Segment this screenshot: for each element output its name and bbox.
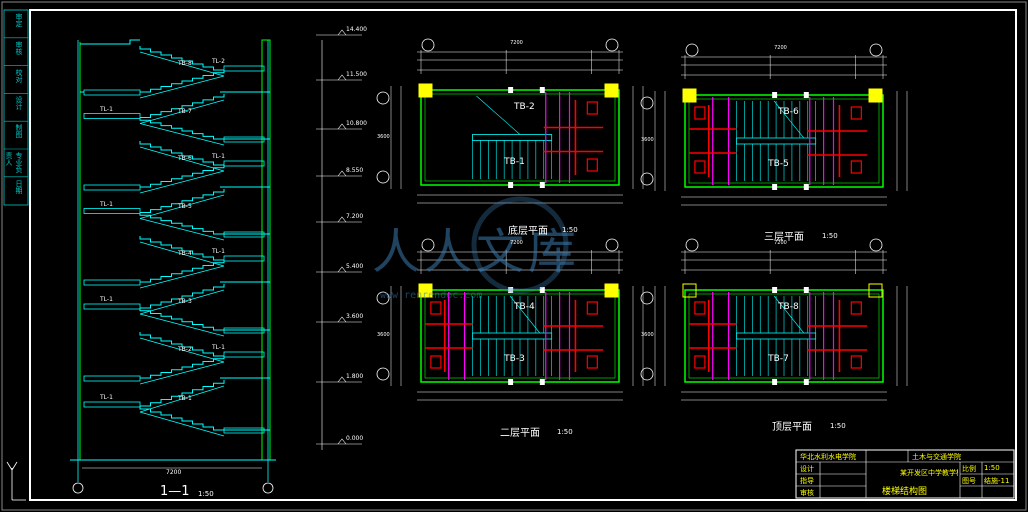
section-beam-label: TL-1 (212, 153, 225, 160)
section-beam-label: TL-1 (100, 200, 113, 208)
plan-ground-scale: 1:50 (562, 226, 578, 234)
section-flight-label: TB-1 (178, 395, 192, 402)
side-block-cell: 审定 (15, 13, 23, 27)
section-flight-label: TB-6 (178, 155, 192, 162)
section-beam-label: TL-1 (212, 248, 225, 255)
plan-third-title: 三层平面 (764, 232, 804, 243)
elevation-value: 7.200 (346, 213, 364, 220)
section-flight-label: TB-8 (178, 60, 192, 67)
title-scale-value: 1:50 (984, 464, 1000, 472)
plan-second-scale: 1:50 (557, 428, 573, 436)
watermark-text: 人人文库 (372, 224, 581, 280)
watermark-url: www.renrendoc.com (380, 290, 483, 301)
side-block-cell: 校对 (15, 68, 23, 83)
elevation-column (316, 29, 362, 450)
title-block (795, 449, 1015, 499)
plan-flight-label: TB-2 (514, 102, 535, 112)
plan-width-dim: 7200 (774, 240, 787, 246)
section-width-dim: 7200 (166, 469, 182, 476)
plan-top-scale: 1:50 (830, 422, 846, 430)
section-beam-label: TL-1 (212, 344, 225, 351)
elevation-value: 5.400 (346, 263, 364, 270)
section-flight-label: TB-4 (178, 250, 192, 257)
plan-depth-dim: 3600 (377, 332, 390, 338)
plan-flight-label: TB-5 (768, 159, 789, 169)
side-block-lines (4, 9, 28, 178)
title-row1: 设计 (800, 465, 814, 473)
plan-flight-label: TB-8 (778, 302, 799, 312)
section-flight-label: TB-7 (178, 107, 192, 115)
elevation-value: 1.800 (346, 373, 364, 380)
plan-third-scale: 1:50 (822, 232, 838, 240)
elevation-value: 8.550 (346, 167, 364, 174)
side-block-cell: 日期 (15, 179, 23, 194)
section-flight-label: TB-5 (178, 202, 192, 210)
elevation-value: 10.800 (346, 120, 367, 127)
title-school: 华北水利水电学院 (800, 453, 856, 461)
side-block-cell: 制图 (15, 124, 23, 139)
plan-ground-title: 底层平面 (508, 226, 548, 237)
plan-depth-dim: 3600 (641, 332, 654, 338)
elevation-value: 11.500 (346, 71, 367, 78)
plan-flight-label: TB-3 (504, 354, 525, 364)
title-project: 某开发区中学教学楼 (900, 469, 958, 477)
section-beam-label: TL-1 (100, 394, 113, 401)
drawing-frame (29, 9, 1017, 501)
section-beam-label: TL-1 (100, 105, 113, 113)
elevation-value: 0.000 (346, 435, 364, 442)
section-scale: 1:50 (198, 490, 214, 498)
plan-width-dim: 7200 (510, 240, 523, 246)
plan-depth-dim: 3600 (641, 137, 654, 143)
section-flight-label: TB-3 (178, 298, 192, 305)
side-block-cell: 专业负责人 (5, 152, 23, 173)
plan-depth-dim: 3600 (377, 133, 390, 140)
title-row3: 审核 (800, 489, 814, 497)
plan-flight-label: TB-7 (768, 354, 789, 364)
title-sheet-label: 图号 (962, 477, 976, 485)
side-block-cell: 设计 (15, 96, 23, 111)
plan-top-title: 顶层平面 (772, 422, 812, 433)
elevation-value: 14.400 (346, 26, 367, 33)
ucs-icon (6, 461, 26, 501)
plan-flight-label: TB-6 (778, 107, 799, 117)
section-1-1 (70, 39, 276, 494)
plan-flight-label: TB-4 (514, 302, 535, 312)
plan-top (640, 238, 908, 401)
plan-width-dim: 7200 (774, 45, 787, 51)
title-scale-label: 比例 (962, 465, 976, 473)
plan-second-title: 二层平面 (500, 428, 540, 439)
plan-flight-label: TB-1 (504, 157, 525, 167)
plan-width-dim: 7200 (510, 40, 523, 46)
plan-ground (376, 38, 644, 204)
section-beam-label: TL-1 (100, 296, 113, 303)
title-dept: 土木与交通学院 (912, 453, 961, 461)
title-drawing-name: 楼梯结构图 (882, 487, 928, 497)
section-flight-label: TB-2 (178, 346, 192, 353)
title-row2: 指导 (800, 477, 814, 485)
side-block-cell: 审核 (15, 40, 23, 55)
section-beam-label: TL-2 (212, 58, 225, 65)
plan-third (640, 43, 908, 206)
title-sheet-value: 结施-11 (984, 477, 1010, 485)
section-title: 1—1 (160, 484, 190, 499)
elevation-value: 3.600 (346, 313, 364, 320)
